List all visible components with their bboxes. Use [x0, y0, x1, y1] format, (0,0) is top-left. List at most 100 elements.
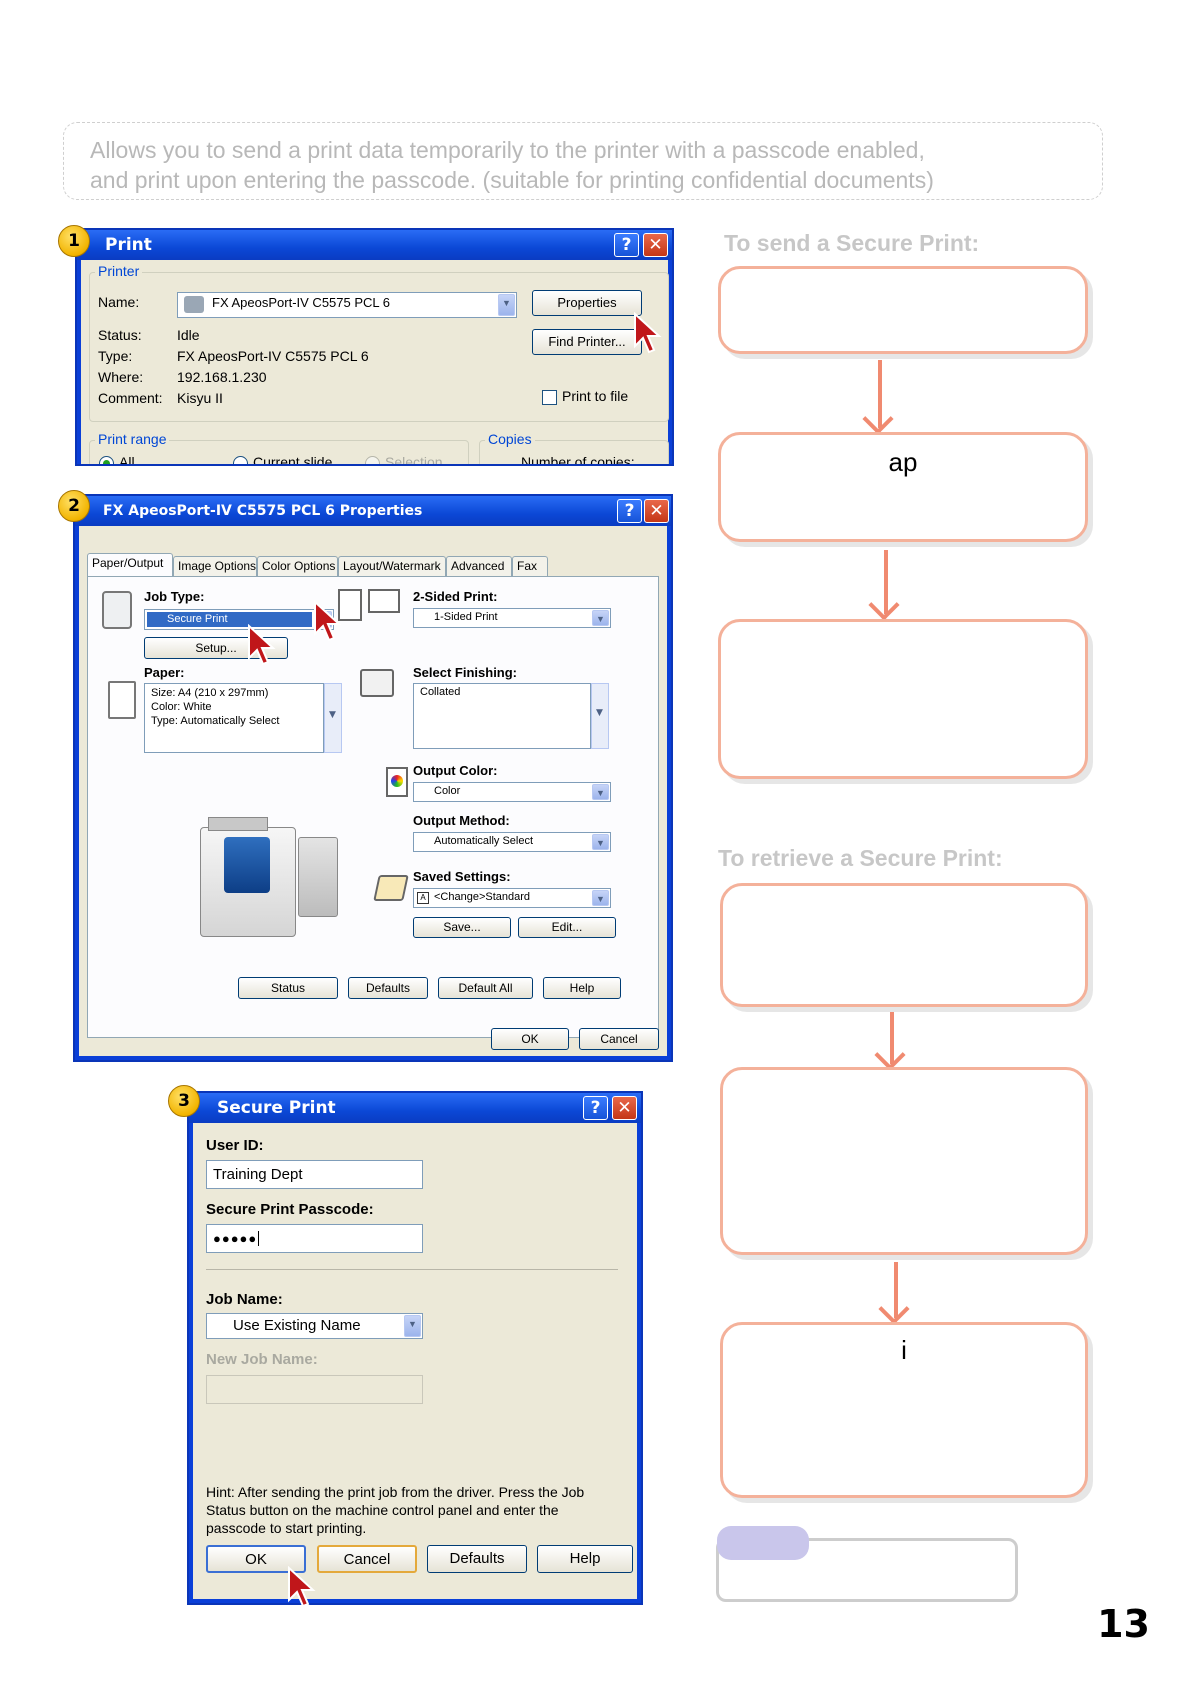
finishing-label: Select Finishing:: [413, 665, 518, 680]
printer-name-value: FX ApeosPort-IV C5575 PCL 6: [212, 295, 391, 310]
close-icon[interactable]: ✕: [612, 1096, 637, 1120]
secure-print-dialog: Secure Print ? ✕ User ID: Training Dept …: [187, 1091, 643, 1605]
chevron-down-icon: ▼: [592, 784, 609, 800]
cancel-button[interactable]: Cancel: [579, 1028, 659, 1050]
output-color-label: Output Color:: [413, 763, 498, 778]
two-sided-select[interactable]: 1-Sided Print ▼: [413, 608, 611, 628]
cancel-button[interactable]: Cancel: [317, 1545, 417, 1573]
finishing-value: Collated: [420, 686, 461, 698]
mouse-cursor-icon: [314, 600, 342, 642]
new-job-name-input[interactable]: [206, 1375, 423, 1404]
find-printer-button[interactable]: Find Printer...: [532, 329, 642, 355]
where-label: Where:: [98, 369, 144, 385]
output-method-label: Output Method:: [413, 813, 510, 828]
mouse-cursor-icon: [634, 312, 662, 354]
tab-color-options[interactable]: Color Options: [257, 556, 338, 576]
print-dialog: Print ? ✕ Printer Name: FX ApeosPort-IV …: [75, 228, 674, 466]
tab-fax[interactable]: Fax: [512, 556, 548, 576]
divider: [206, 1269, 618, 1270]
saved-settings-select[interactable]: A <Change>Standard ▼: [413, 888, 611, 908]
default-all-button[interactable]: Default All: [438, 977, 533, 999]
ok-button[interactable]: OK: [206, 1545, 306, 1573]
intro-box: Allows you to send a print data temporar…: [63, 122, 1103, 200]
retrieve-step-box-3-text: i: [901, 1335, 907, 1365]
output-method-value: Automatically Select: [434, 835, 534, 847]
print-dialog-client: Printer Name: FX ApeosPort-IV C5575 PCL …: [81, 260, 669, 466]
status-label: Status:: [98, 327, 142, 343]
chevron-down-icon: ▼: [404, 1315, 421, 1337]
status-button[interactable]: Status: [238, 977, 338, 999]
passcode-input[interactable]: ●●●●●: [206, 1224, 423, 1253]
tab-layout-watermark[interactable]: Layout/Watermark: [338, 556, 446, 576]
properties-dialog: FX ApeosPort-IV C5575 PCL 6 Properties ?…: [73, 494, 673, 1062]
send-step-box-2: ap: [718, 432, 1088, 542]
help-button[interactable]: Help: [537, 1545, 633, 1573]
edit-button[interactable]: Edit...: [518, 917, 616, 938]
passcode-label: Secure Print Passcode:: [206, 1201, 374, 1218]
type-label: Type:: [98, 348, 133, 364]
print-range-label: Print range: [95, 431, 170, 447]
chevron-down-icon: ▼: [592, 610, 609, 626]
tab-image-options[interactable]: Image Options: [173, 556, 257, 576]
printer-icon: [184, 296, 204, 313]
step-badge-3: 3: [168, 1085, 200, 1117]
defaults-button[interactable]: Defaults: [427, 1545, 527, 1573]
job-name-label: Job Name:: [206, 1291, 283, 1308]
job-type-select[interactable]: Secure Print ▼: [144, 609, 334, 630]
retrieve-step-box-2: [720, 1067, 1088, 1255]
finishing-scroll-button[interactable]: ▼: [591, 683, 609, 749]
output-method-select[interactable]: Automatically Select ▼: [413, 832, 611, 852]
passcode-value: ●●●●●: [213, 1231, 258, 1246]
saved-settings-value: <Change>Standard: [434, 891, 531, 903]
output-color-select[interactable]: Color ▼: [413, 782, 611, 802]
printer-group: [89, 272, 669, 422]
down-arrow-icon: [884, 550, 888, 614]
chevron-down-icon: ▼: [592, 890, 609, 906]
range-selection-label: Selection: [385, 454, 443, 466]
where-value: 192.168.1.230: [177, 369, 267, 385]
step-badge-2: 2: [58, 490, 90, 522]
stack-finishing-icon: [360, 669, 394, 697]
send-step-box-2-text: ap: [888, 447, 918, 477]
two-sided-value: 1-Sided Print: [434, 611, 498, 623]
help-icon[interactable]: ?: [617, 499, 642, 523]
send-step-box-3: [718, 619, 1088, 779]
chevron-down-icon: ▼: [592, 834, 609, 850]
job-type-label: Job Type:: [144, 589, 205, 604]
range-selection-radio[interactable]: [365, 456, 380, 464]
intro-line-1: Allows you to send a print data temporar…: [90, 137, 925, 163]
ok-button[interactable]: OK: [491, 1028, 569, 1050]
send-step-box-1: [718, 266, 1088, 354]
print-dialog-title: Print: [77, 230, 672, 260]
printer-illustration: [188, 807, 338, 947]
close-icon[interactable]: ✕: [643, 233, 668, 257]
finishing-list[interactable]: Collated: [413, 683, 591, 749]
defaults-button[interactable]: Defaults: [348, 977, 428, 999]
down-arrow-icon: [890, 1012, 894, 1064]
printer-name-select[interactable]: FX ApeosPort-IV C5575 PCL 6 ▼: [177, 292, 517, 318]
range-current-label: Current slide: [253, 454, 333, 466]
close-icon[interactable]: ✕: [644, 499, 669, 523]
mouse-cursor-icon: [248, 624, 276, 666]
down-arrow-icon: [894, 1262, 898, 1318]
tab-advanced[interactable]: Advanced: [446, 556, 512, 576]
help-icon[interactable]: ?: [583, 1096, 608, 1120]
two-sided-page-icon: [368, 589, 400, 613]
save-button[interactable]: Save...: [413, 917, 511, 938]
paper-scroll-button[interactable]: ▼: [324, 683, 342, 753]
paper-label: Paper:: [144, 665, 185, 680]
tab-paper-output[interactable]: Paper/Output: [87, 553, 173, 577]
range-current-radio[interactable]: [233, 456, 248, 464]
paper-summary-box: Size: A4 (210 x 297mm) Color: White Type…: [144, 683, 324, 753]
range-all-radio[interactable]: [99, 456, 114, 464]
job-name-select[interactable]: Use Existing Name ▼: [206, 1313, 423, 1339]
job-name-value: Use Existing Name: [233, 1317, 361, 1334]
mouse-cursor-icon: [288, 1566, 316, 1608]
help-icon[interactable]: ?: [614, 233, 639, 257]
properties-dialog-client: Paper/Output Image Options Color Options…: [79, 526, 667, 1056]
print-to-file-checkbox[interactable]: [542, 390, 557, 405]
help-button[interactable]: Help: [543, 977, 621, 999]
properties-button[interactable]: Properties: [532, 290, 642, 316]
user-id-input[interactable]: Training Dept: [206, 1160, 423, 1189]
printer-group-label: Printer: [95, 263, 143, 279]
